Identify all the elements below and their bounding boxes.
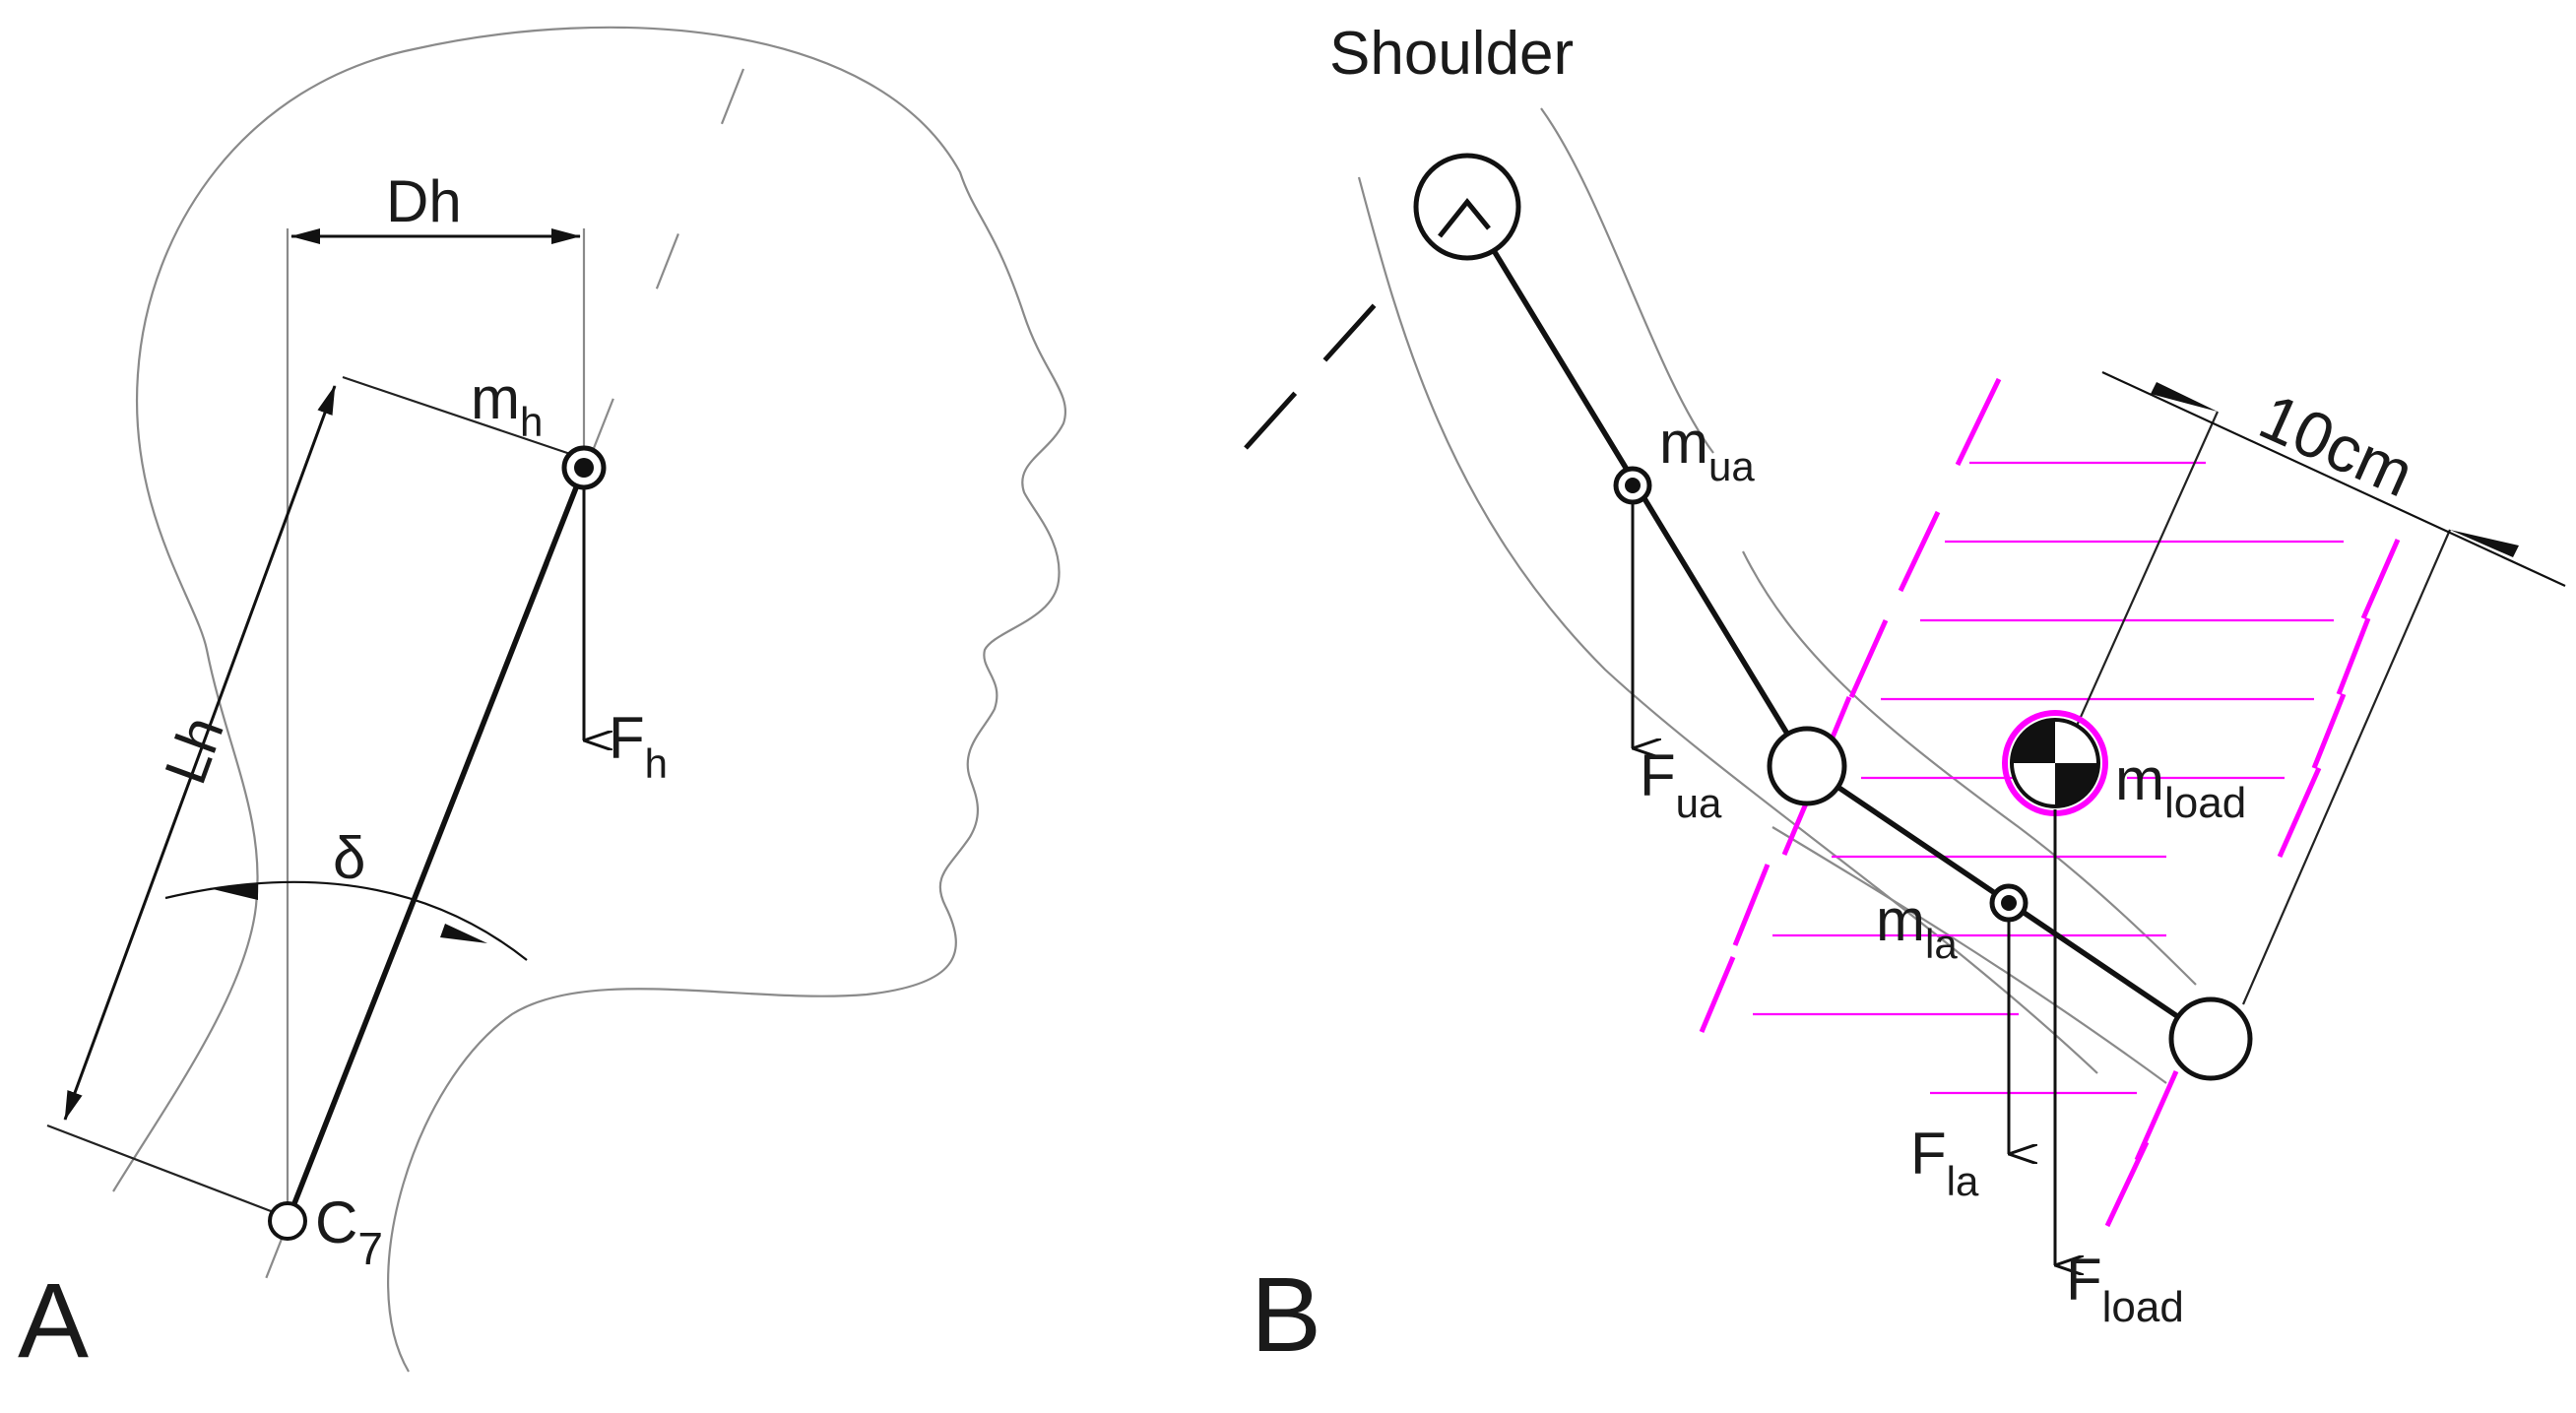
shoulder-joint-mark <box>1438 198 1491 238</box>
shoulder-joint <box>1413 153 1521 261</box>
arm-outline-inner <box>1742 550 2197 986</box>
label-force-head: Fh <box>609 705 668 787</box>
label-c7: C7 <box>315 1189 383 1274</box>
dim-extension-right <box>2241 529 2452 1005</box>
dim-arrow-left <box>2151 382 2218 412</box>
dim-arrow-right <box>2450 530 2519 557</box>
panel-label-b: B <box>1251 1254 1321 1374</box>
arm-outline-back <box>1357 176 2098 1074</box>
lh-extension-top <box>342 375 577 458</box>
shoulder-dashed-line <box>1244 286 1392 450</box>
head-segment <box>285 466 587 1223</box>
lh-dimension-line <box>63 385 337 1121</box>
lh-extension-bottom <box>46 1124 285 1218</box>
label-shoulder: Shoulder <box>1329 20 1574 88</box>
elbow-joint <box>1767 726 1847 806</box>
label-mass-lower-arm: mla <box>1876 887 1958 967</box>
dim-extension-left <box>2058 411 2220 764</box>
upper-arm-mass-marker <box>1613 466 1652 505</box>
panel-a: Dh Lh δ mh Fh C7 A <box>18 26 1066 1380</box>
label-force-load: Fload <box>2066 1247 2184 1331</box>
forearm-outline-lower <box>1771 826 2167 1084</box>
load-mass-marker <box>2002 710 2108 816</box>
label-force-upper-arm: Fua <box>1640 742 1722 826</box>
label-10cm: 10cm <box>2249 379 2424 510</box>
arm-outline-front <box>1540 107 1714 454</box>
c7-joint <box>268 1201 307 1241</box>
label-delta: δ <box>333 825 365 891</box>
label-mass-head: mh <box>471 365 543 445</box>
head-outline <box>112 26 1066 1373</box>
head-axis-dashed <box>225 68 745 1380</box>
wrist-joint <box>2168 996 2253 1081</box>
angle-arrow-right <box>440 924 487 943</box>
label-mass-upper-arm: mua <box>1659 410 1755 489</box>
panel-label-a: A <box>18 1260 89 1380</box>
head-mass-marker <box>561 445 607 490</box>
dim-dimension-line <box>2101 371 2566 587</box>
label-dh: Dh <box>386 168 462 234</box>
lower-arm-mass-marker <box>1989 883 2029 923</box>
angle-arc <box>164 880 528 961</box>
angle-arrow-left <box>209 884 258 900</box>
label-force-lower-arm: Fla <box>1910 1121 1979 1204</box>
label-mass-load: mload <box>2115 746 2246 827</box>
panel-b: Shoulder 10cm mua Fua mload mla Fla Floa… <box>1244 20 2566 1374</box>
